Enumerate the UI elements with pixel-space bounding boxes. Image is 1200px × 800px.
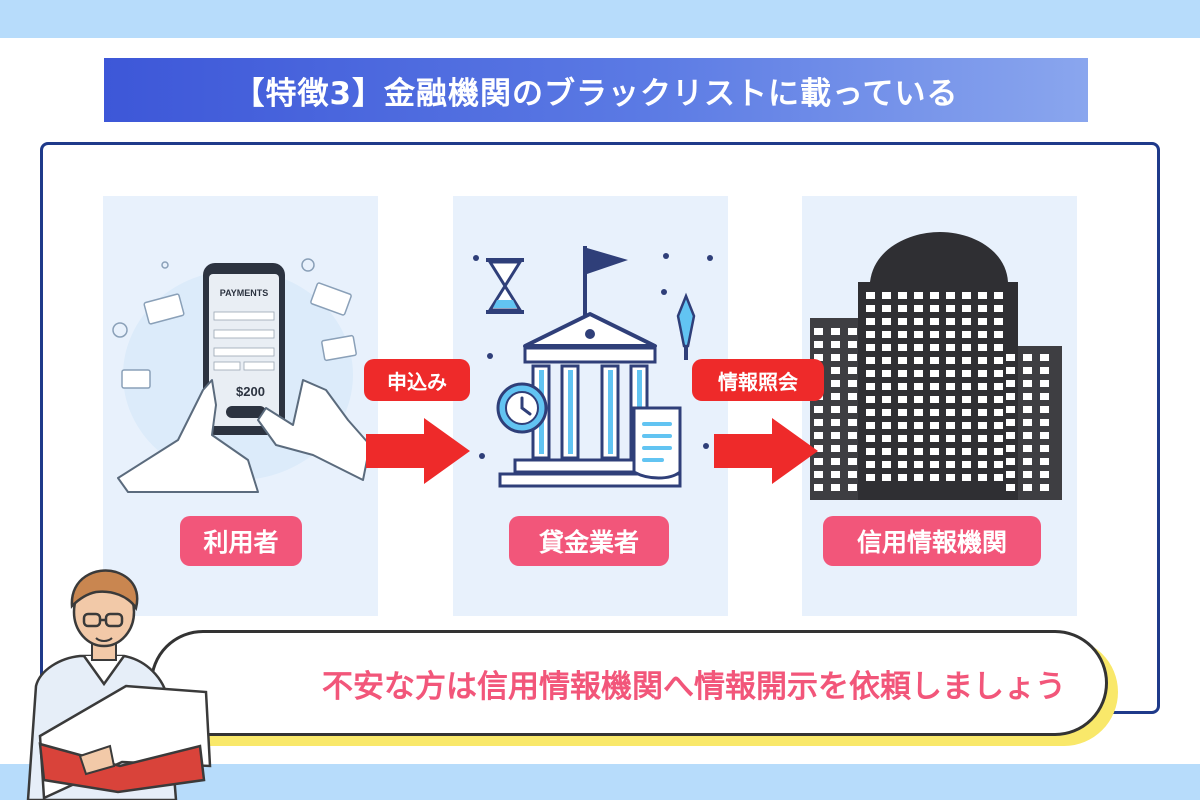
bank-building-illustration xyxy=(473,246,713,488)
step-tag-apply: 申込み xyxy=(364,359,470,401)
advice-text: 不安な方は信用情報機関へ情報開示を依頼しましょう xyxy=(322,668,1066,705)
node-label-credit-bureau: 信用情報機関 xyxy=(823,516,1041,566)
title-bar: 【特徴3】金融機関のブラックリストに載っている xyxy=(104,58,1088,122)
arrow-right-icon xyxy=(714,418,818,484)
office-tower-illustration xyxy=(810,232,1062,500)
arrow-right-icon xyxy=(366,418,470,484)
page-title: 【特徴3】金融機関のブラックリストに載っている xyxy=(233,75,959,112)
phone-payment-illustration: PAYMENTS $200 xyxy=(112,258,371,493)
top-band xyxy=(0,0,1200,38)
node-label-lender: 貸金業者 xyxy=(509,516,669,566)
speech-bubble: 不安な方は信用情報機関へ情報開示を依頼しましょう xyxy=(150,630,1108,736)
man-reading-illustration xyxy=(26,569,212,800)
node-label-user: 利用者 xyxy=(180,516,302,566)
phone-amount: $200 xyxy=(236,384,265,399)
phone-heading: PAYMENTS xyxy=(220,288,269,298)
step-tag-inquiry: 情報照会 xyxy=(692,359,824,401)
